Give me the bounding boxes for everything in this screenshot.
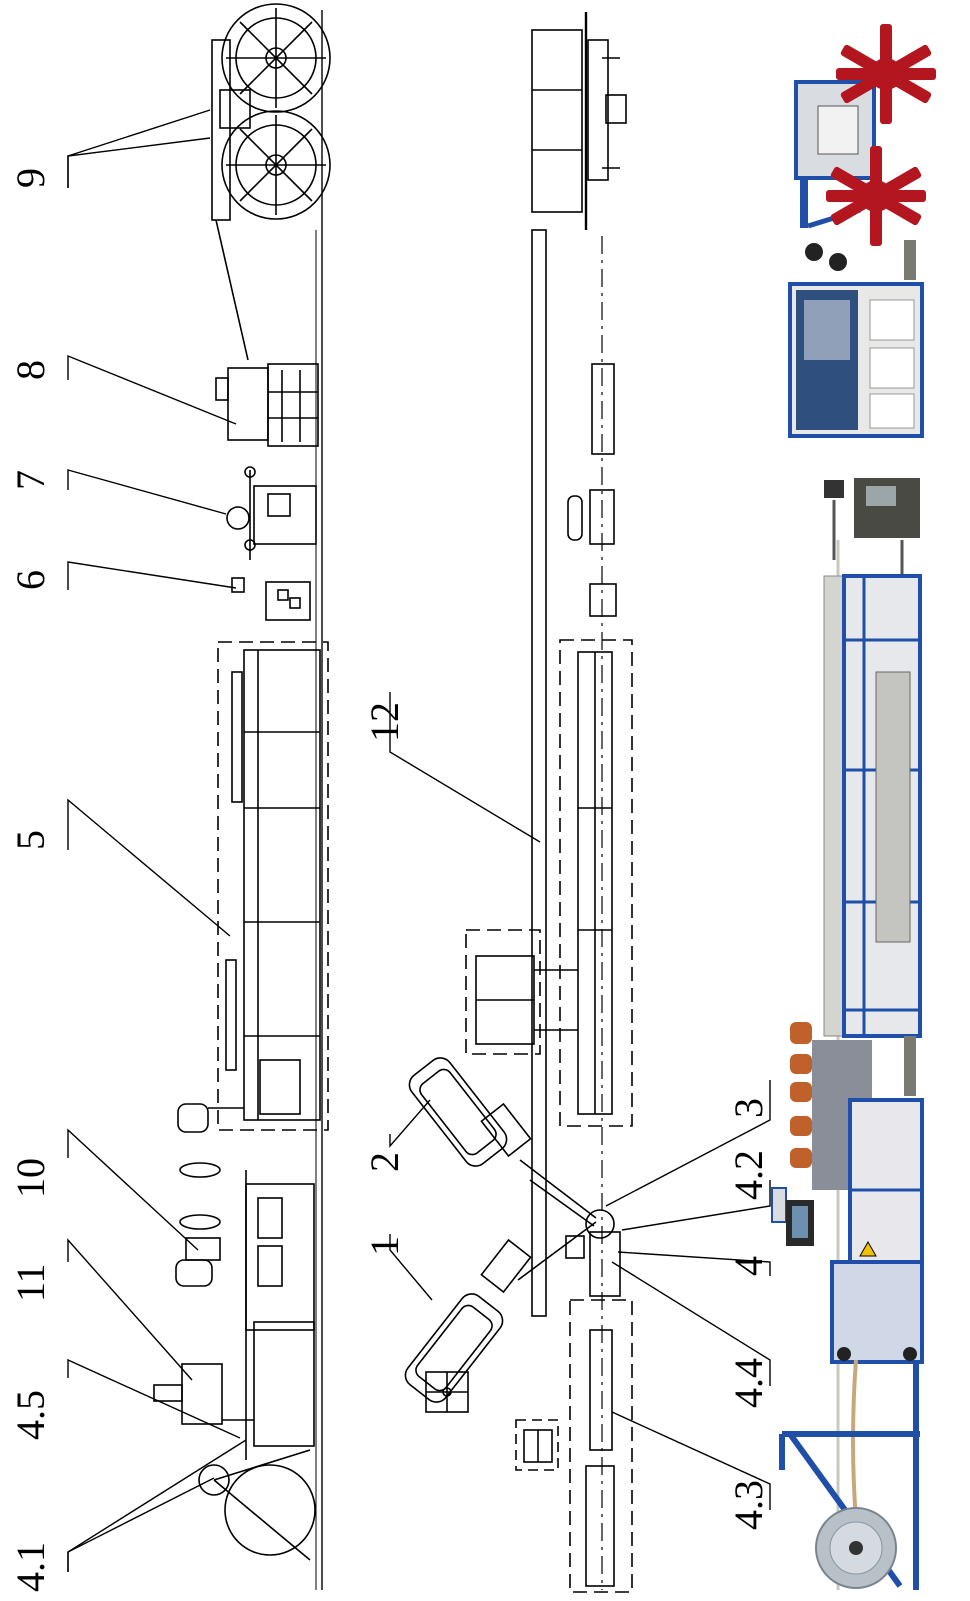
unit-7 bbox=[226, 466, 317, 560]
cabinet-8 bbox=[215, 363, 319, 447]
plan-unit-6 bbox=[589, 583, 617, 617]
warning-triangle-icon bbox=[859, 1240, 877, 1257]
label-4-4: 4.4 bbox=[726, 1358, 771, 1408]
photo-view bbox=[771, 24, 936, 1590]
plan-reels bbox=[531, 12, 627, 230]
plan-unit-8 bbox=[591, 363, 615, 455]
label-7: 7 bbox=[8, 470, 53, 490]
photo-take-up-winder bbox=[794, 24, 936, 280]
side-elevation-view bbox=[153, 3, 331, 1590]
label-4-2: 4.2 bbox=[726, 1150, 771, 1200]
photo-printer-unit bbox=[824, 478, 920, 580]
red-reel-bottom bbox=[826, 146, 926, 246]
plan-unit-7 bbox=[589, 489, 615, 545]
red-reel-top bbox=[836, 24, 936, 124]
label-4-3: 4.3 bbox=[726, 1480, 771, 1530]
photo-cooling-bath bbox=[823, 540, 922, 1590]
label-10: 10 bbox=[8, 1158, 53, 1198]
label-4: 4 bbox=[726, 1256, 771, 1276]
label-4-5: 4.5 bbox=[8, 1390, 53, 1440]
plan-extruder-1 bbox=[404, 1221, 597, 1403]
cooling-bath-5 bbox=[217, 641, 329, 1131]
label-2: 2 bbox=[362, 1152, 407, 1172]
plan-view-labels: 12 2 1 3 4.2 4 4.4 4.3 bbox=[362, 702, 771, 1530]
photo-pay-off-stand bbox=[779, 1359, 920, 1590]
plan-view-leaders bbox=[389, 692, 771, 1510]
unit-6 bbox=[231, 577, 311, 621]
label-4-1: 4.1 bbox=[8, 1542, 53, 1592]
photo-cabinet bbox=[788, 282, 924, 438]
plan-view bbox=[404, 12, 633, 1593]
left-view-labels: 9 8 7 6 5 10 11 4.5 4.1 bbox=[8, 168, 53, 1592]
pay-off-stand bbox=[198, 1449, 316, 1561]
label-12: 12 bbox=[362, 702, 407, 742]
extruder-section bbox=[153, 1103, 315, 1460]
label-1: 1 bbox=[362, 1236, 407, 1256]
label-5: 5 bbox=[8, 830, 53, 850]
label-9: 9 bbox=[8, 168, 53, 188]
plan-extruder-2 bbox=[408, 1057, 597, 1227]
photo-extruder-section bbox=[771, 1022, 924, 1364]
label-3: 3 bbox=[726, 1098, 771, 1118]
label-6: 6 bbox=[8, 570, 53, 590]
take-up-reels bbox=[211, 3, 331, 361]
label-8: 8 bbox=[8, 360, 53, 380]
left-view-leaders bbox=[67, 109, 247, 1572]
label-11: 11 bbox=[8, 1263, 53, 1302]
